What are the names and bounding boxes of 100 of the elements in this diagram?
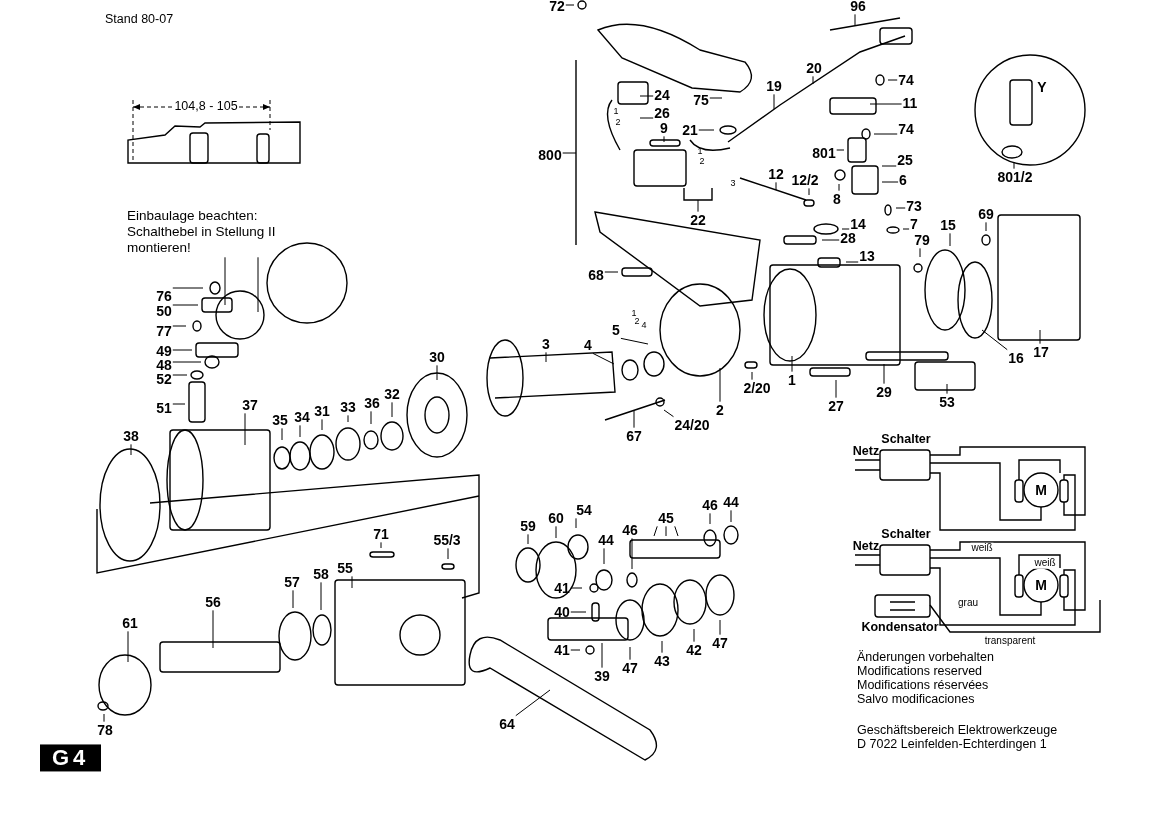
component-label: Netz <box>852 540 880 554</box>
callout-number: 72 <box>549 0 565 14</box>
page-code: G4 <box>40 744 102 772</box>
callout-number: 6 <box>899 172 907 188</box>
callout-number: 4 <box>584 337 592 353</box>
leader-line <box>130 443 132 456</box>
callout-number: 79 <box>914 232 930 248</box>
callout-number: 43 <box>654 653 670 669</box>
callout-number: 54 <box>576 502 592 518</box>
callout-number: 75 <box>693 92 709 108</box>
callout-number: 24 <box>654 87 670 103</box>
leader-line <box>320 581 322 611</box>
callout-number: 801 <box>812 145 836 161</box>
leader-line <box>603 547 605 565</box>
leader-line <box>172 374 188 376</box>
callout-number: 58 <box>313 566 329 582</box>
leader-line <box>854 13 856 26</box>
leader-line <box>299 424 301 438</box>
leader-line <box>380 541 382 549</box>
callout-number: 2/20 <box>743 380 771 396</box>
wire-color-label: weiß <box>970 542 994 554</box>
component-label: Kondensator <box>861 621 939 635</box>
leader-line <box>629 646 631 661</box>
callout-number: 17 <box>1033 344 1049 360</box>
leader-line <box>981 329 1008 351</box>
callout-number: 25 <box>897 152 913 168</box>
leader-line <box>570 649 581 651</box>
leader-line <box>570 611 587 613</box>
leader-line <box>391 401 393 418</box>
wire-number: 3 <box>730 179 736 189</box>
callout-number: 801/2 <box>997 169 1033 185</box>
callout-number: 47 <box>712 635 728 651</box>
callout-number: 7 <box>910 216 918 232</box>
leader-line <box>257 256 259 313</box>
leader-line <box>172 325 187 327</box>
wire-color-label: grau <box>957 597 979 609</box>
callout-number: 73 <box>906 198 922 214</box>
callout-number: 48 <box>156 357 172 373</box>
callout-number: 29 <box>876 384 892 400</box>
leader-line <box>347 414 349 423</box>
callout-number: 9 <box>660 120 668 136</box>
leader-line <box>881 181 899 183</box>
wire-number: 1 <box>631 309 637 319</box>
callout-number: 77 <box>156 323 172 339</box>
callout-number: 37 <box>242 397 258 413</box>
callout-number: 22 <box>690 212 706 228</box>
callout-number: 21 <box>682 122 698 138</box>
leader-line <box>902 228 910 230</box>
leader-line <box>565 4 575 6</box>
leader-line <box>751 371 753 381</box>
leader-line <box>562 152 577 154</box>
callout-number: 12 <box>768 166 784 182</box>
address-line: D 7022 Leinfelden-Echterdingen 1 <box>857 738 1047 752</box>
callout-number: 64 <box>499 716 515 732</box>
callout-number: 20 <box>806 60 822 76</box>
leader-line <box>697 199 699 213</box>
leader-line <box>709 512 711 525</box>
callout-number: 31 <box>314 403 330 419</box>
leader-line <box>633 410 635 429</box>
callout-number: 24/20 <box>674 417 710 433</box>
leader-line <box>292 589 294 609</box>
leader-line <box>808 187 810 196</box>
leader-line <box>639 117 654 119</box>
leader-line <box>661 640 663 654</box>
callout-number: 1 <box>788 372 796 388</box>
callout-number: 38 <box>123 428 139 444</box>
callout-number: 47 <box>622 660 638 676</box>
leader-line <box>838 183 840 192</box>
leader-line <box>949 232 951 247</box>
leader-line <box>601 642 603 669</box>
callout-number: 34 <box>294 409 310 425</box>
callout-number: 51 <box>156 400 172 416</box>
callout-number: 68 <box>588 267 604 283</box>
callout-number: 27 <box>828 398 844 414</box>
detail-letter: Y <box>1037 79 1047 95</box>
leader-line <box>103 713 105 723</box>
callout-number: 67 <box>626 428 642 444</box>
callout-number: 15 <box>940 217 956 233</box>
wire-color-label: weiß <box>1033 557 1057 569</box>
leader-line <box>773 93 775 110</box>
leader-line <box>836 149 845 151</box>
callout-number: 36 <box>364 395 380 411</box>
callout-number: 12/2 <box>791 172 819 188</box>
leader-line <box>665 525 667 537</box>
wire-number: 4 <box>641 321 647 331</box>
callout-number: 41 <box>554 580 570 596</box>
note-line: Modifications réservées <box>857 679 989 693</box>
leader-line <box>881 165 897 167</box>
note-line: Salvo modificaciones <box>857 693 975 707</box>
leader-line <box>730 509 732 523</box>
leader-line <box>835 379 837 399</box>
wire-number: 2 <box>699 157 705 167</box>
callout-number: 46 <box>702 497 718 513</box>
callout-number: 61 <box>122 615 138 631</box>
callout-number: 53 <box>939 394 955 410</box>
callout-number: 26 <box>654 105 670 121</box>
leader-line <box>887 79 898 81</box>
leader-line <box>224 256 226 306</box>
leader-line <box>172 403 186 405</box>
leader-line <box>895 207 906 209</box>
